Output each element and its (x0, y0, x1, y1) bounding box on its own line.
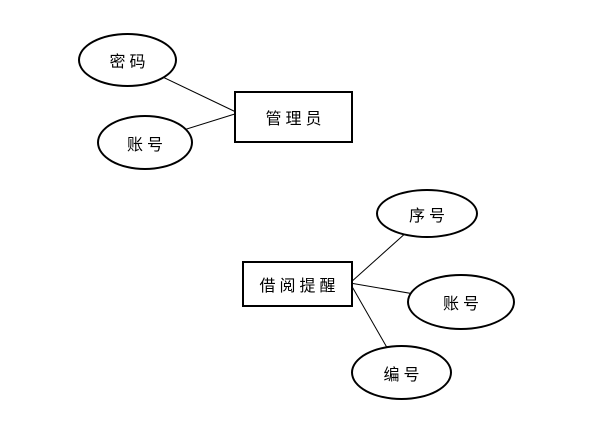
entity-admin-label: 管理员 (265, 111, 326, 128)
attribute-serial-number: 序号 (376, 189, 478, 238)
attribute-account-reminder-label: 账号 (442, 296, 483, 313)
attribute-serial-number-label: 序号 (408, 207, 449, 225)
attribute-account-reminder: 账号 (407, 274, 515, 330)
attribute-password: 密码 (78, 33, 177, 87)
attribute-account-admin: 账号 (97, 115, 193, 170)
entity-borrow-reminder: 借阅提醒 (242, 261, 353, 307)
entity-admin: 管理员 (234, 91, 353, 143)
attribute-number-label: 编号 (383, 366, 424, 384)
entity-borrow-reminder-label: 借阅提醒 (259, 278, 340, 295)
attribute-account-admin-label: 账号 (126, 136, 167, 154)
attribute-password-label: 密码 (109, 54, 150, 71)
attribute-number: 编号 (351, 345, 452, 400)
